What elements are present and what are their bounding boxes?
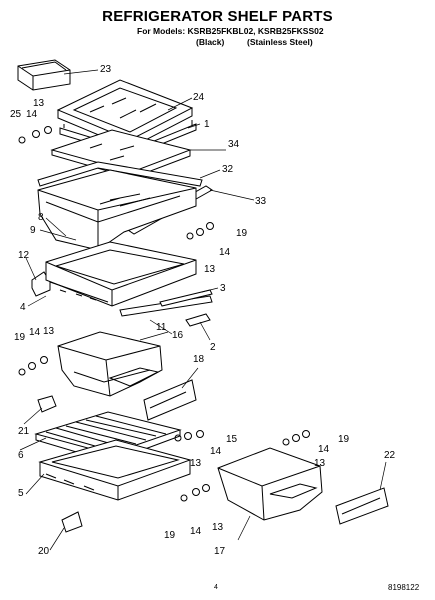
callout-33: 33 bbox=[255, 196, 267, 207]
callout-14: 14 bbox=[190, 526, 202, 537]
callout-19: 19 bbox=[338, 434, 350, 445]
callout-19: 19 bbox=[14, 332, 26, 343]
callout-5: 5 bbox=[18, 488, 24, 499]
callout-13: 13 bbox=[190, 458, 202, 469]
callout-17: 17 bbox=[214, 546, 226, 557]
callout-11: 11 bbox=[156, 322, 167, 333]
part-4-crisper-shelf-frame bbox=[45, 241, 197, 307]
models-line: For Models: KSRB25FKBL02, KSRB25FKSS02 bbox=[137, 26, 324, 36]
part-5-bottom-frame bbox=[38, 439, 192, 501]
variant-stainless-label: (Stainless Steel) bbox=[247, 37, 313, 47]
callout-6: 6 bbox=[18, 450, 24, 461]
callout-13: 13 bbox=[212, 522, 224, 533]
callout-labels: 23 24 13 25 14 1 34 32 33 8 9 19 14 13 1… bbox=[10, 64, 396, 557]
callout-22: 22 bbox=[384, 450, 396, 461]
callout-4: 4 bbox=[20, 302, 26, 313]
callout-8: 8 bbox=[38, 212, 44, 223]
callout-14: 14 bbox=[210, 446, 222, 457]
leader-lines bbox=[19, 69, 387, 551]
callout-20: 20 bbox=[38, 546, 50, 557]
callout-32: 32 bbox=[222, 164, 234, 175]
callout-14: 14 bbox=[26, 109, 38, 120]
part-11-lower-rail bbox=[119, 295, 213, 317]
callout-15: 15 bbox=[226, 434, 238, 445]
part-20-clip bbox=[61, 511, 83, 533]
callout-21: 21 bbox=[18, 426, 30, 437]
part-8-upper-drawer bbox=[37, 169, 197, 251]
callout-16: 16 bbox=[172, 330, 184, 341]
callout-13: 13 bbox=[314, 458, 326, 469]
callout-34: 34 bbox=[228, 139, 240, 150]
callout-13: 13 bbox=[33, 98, 45, 109]
callout-14: 14 bbox=[219, 247, 231, 258]
document-number: 8198122 bbox=[388, 583, 420, 592]
part-18-drawer-front bbox=[143, 379, 197, 421]
variant-black-label: (Black) bbox=[196, 37, 225, 47]
callout-13: 13 bbox=[204, 264, 216, 275]
callout-25: 25 bbox=[10, 109, 22, 120]
callout-9: 9 bbox=[30, 225, 36, 236]
callout-14: 14 bbox=[318, 444, 330, 455]
hardware-fasteners bbox=[18, 126, 310, 502]
callout-1: 1 bbox=[204, 119, 210, 130]
callout-14: 14 bbox=[29, 327, 41, 338]
callout-3: 3 bbox=[220, 283, 226, 294]
part-17-right-pan bbox=[217, 447, 323, 521]
page-title: REFRIGERATOR SHELF PARTS bbox=[102, 8, 333, 25]
callout-12: 12 bbox=[18, 250, 30, 261]
part-24-glass-shelf bbox=[56, 79, 194, 149]
part-23-utility-bin bbox=[17, 59, 71, 91]
part-16-lower-drawer bbox=[57, 331, 163, 397]
callout-13: 13 bbox=[43, 326, 55, 337]
callout-2: 2 bbox=[210, 342, 216, 353]
callout-19: 19 bbox=[236, 228, 248, 239]
part-2-clip bbox=[185, 313, 211, 327]
part-3-rail bbox=[159, 289, 213, 307]
part-22-drawer-front bbox=[335, 487, 389, 525]
callout-19: 19 bbox=[164, 530, 176, 541]
page-number: 4 bbox=[214, 584, 218, 591]
callout-18: 18 bbox=[193, 354, 205, 365]
callout-23: 23 bbox=[100, 64, 112, 75]
part-21-handle-clip bbox=[37, 395, 57, 413]
part-32-cover-insert bbox=[37, 161, 203, 187]
callout-24: 24 bbox=[193, 92, 205, 103]
